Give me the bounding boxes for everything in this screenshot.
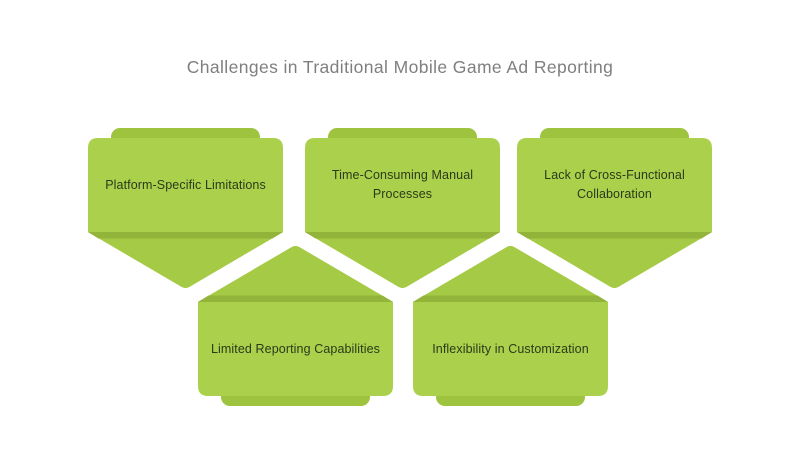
challenge-label: Platform-Specific Limitations — [105, 177, 266, 192]
banner-shape-down-icon — [517, 128, 712, 288]
challenge-card-platform-specific-limitations: Platform-Specific Limitations — [88, 128, 283, 291]
banner-shape-up-icon — [198, 246, 393, 406]
challenge-label: Time-Consuming Manual Processes — [331, 168, 474, 201]
challenge-card-limited-reporting-capabilities: Limited Reporting Capabilities — [198, 243, 393, 406]
challenge-label: Inflexibility in Customization — [432, 341, 589, 356]
banner-shape-down-icon — [88, 128, 283, 288]
challenge-card-lack-of-cross-functional-collaboration: Lack of Cross-Functional Collaboration — [517, 128, 712, 291]
banner-shape-up-icon — [413, 246, 608, 406]
challenge-card-inflexibility-in-customization: Inflexibility in Customization — [413, 243, 608, 406]
challenge-label: Lack of Cross-Functional Collaboration — [544, 168, 685, 201]
page-title: Challenges in Traditional Mobile Game Ad… — [186, 57, 614, 77]
banner-shape-down-icon — [305, 128, 500, 288]
challenge-label: Limited Reporting Capabilities — [210, 341, 381, 356]
challenge-card-time-consuming-manual-processes: Time-Consuming Manual Processes — [305, 128, 500, 291]
